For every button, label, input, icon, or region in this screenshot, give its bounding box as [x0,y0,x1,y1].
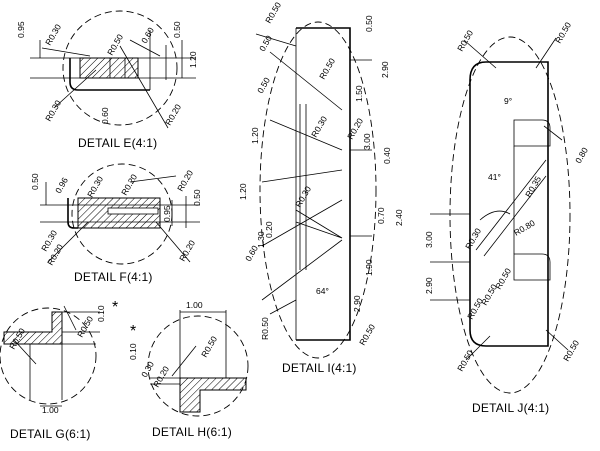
detail-e: 0.95 R0.30 R0.50 0.60 0.50 1.20 R0.30 0.… [16,10,198,150]
dim-e-060b: 0.60 [100,107,110,124]
dim-f-095: 0.95 [162,205,172,222]
detail-e-caption: DETAIL E(4:1) [78,136,157,150]
dim-i-290b: 2.90 [352,295,362,312]
dim-f-050: 0.50 [30,173,40,190]
dim-i-050: 0.50 [364,15,374,32]
dim-h-100: 1.00 [186,300,203,310]
dim-e-r020: R0.20 [163,102,183,127]
detail-f: 0.50 0.96 R0.30 R0.20 R0.20 0.95 0.50 R0… [30,163,202,284]
dim-h-star: * [130,323,136,340]
detail-f-caption: DETAIL F(4:1) [74,270,153,284]
dim-i-r050c: R0.50 [260,317,270,340]
dim-g-100: 1.00 [42,405,59,415]
detail-g: R0.50 R0.50 0.10 * 1.00 DETAIL G(6:1) [0,299,118,441]
dim-f-096: 0.96 [53,175,70,195]
dim-j-r080: R0.80 [512,218,537,238]
dim-j-r050b: R0.50 [553,20,573,45]
detail-h: 1.00 0.10 * R0.50 R0.20 0.30 DETAIL H(6:… [128,300,249,439]
dim-j-r050f: R0.50 [455,348,475,373]
detail-h-boundary [147,315,249,417]
dim-i-050b: 0.50 [257,33,274,53]
dim-i-120b: 1.20 [238,183,248,200]
dim-f-r020c: R0.20 [175,168,195,193]
dim-j-300: 3.00 [424,231,434,248]
dim-h-010: 0.10 [128,343,138,360]
dim-i-300: 3.00 [362,133,372,150]
detail-h-section [179,377,247,413]
dim-i-r030a: R0.30 [309,114,329,139]
dim-i-r050d: R0.50 [357,322,377,347]
detail-e-boundary [62,10,178,126]
dim-e-r030b: R0.30 [43,98,63,123]
detail-j-boundary [449,36,571,394]
dim-f-r030: R0.30 [85,174,105,199]
dim-i-020: 0.20 [264,221,274,238]
detail-g-caption: DETAIL G(6:1) [10,427,91,441]
dim-g-010: 0.10 [96,305,106,322]
dim-e-060a: 0.60 [139,25,156,45]
dim-e-r030: R0.30 [43,22,63,47]
dim-g-r050b: R0.50 [75,314,95,339]
dim-i-130: 1.30 [256,231,266,248]
dim-j-290: 2.90 [424,277,434,294]
dim-i-ang64: 64° [316,286,329,296]
detail-g-boundary [0,307,97,405]
dim-i-150: 1.50 [354,85,364,102]
detail-i-boundary [259,21,377,359]
dim-i-240: 2.40 [394,209,404,226]
dim-f-050b: 0.50 [192,189,202,206]
dim-i-r050b: R0.50 [317,56,337,81]
dim-j-ang9: 9° [504,96,512,106]
dim-h-030: 0.30 [139,359,156,379]
dim-j-r035: R0.35 [523,174,543,199]
dim-e-r050: R0.50 [105,32,125,57]
dim-h-r050: R0.50 [199,334,219,359]
detail-e-section [79,57,139,79]
detail-j: R0.50 R0.50 0.80 9° 41° R0.35 R0.80 R0.3… [424,20,590,415]
dim-e-120: 1.20 [188,51,198,68]
dim-i-r050a: R0.50 [263,0,283,25]
dim-j-080: 0.80 [573,145,590,165]
detail-h-caption: DETAIL H(6:1) [152,425,232,439]
dim-i-290a: 2.90 [380,61,390,78]
detail-i-caption: DETAIL I(4:1) [282,361,357,375]
dim-j-r030: R0.30 [463,226,483,251]
detail-j-caption: DETAIL J(4:1) [472,401,549,415]
dim-f-r020a: R0.20 [119,172,139,197]
dim-g-star: * [112,299,118,316]
dim-i-120a: 1.20 [250,127,260,144]
dim-i-050c: 0.50 [255,75,272,95]
dim-j-ang41: 41° [488,172,501,182]
dim-i-190: 1.90 [364,259,374,276]
dim-i-040: 0.40 [382,147,392,164]
detail-i: R0.50 0.50 2.90 0.50 R0.50 1.50 0.50 R0.… [238,0,404,375]
dim-i-070: 0.70 [376,207,386,224]
dim-e-095: 0.95 [16,21,26,38]
dim-j-r050a: R0.50 [455,28,475,53]
dim-j-r050g: R0.50 [561,338,581,363]
dim-e-050: 0.50 [172,21,182,38]
